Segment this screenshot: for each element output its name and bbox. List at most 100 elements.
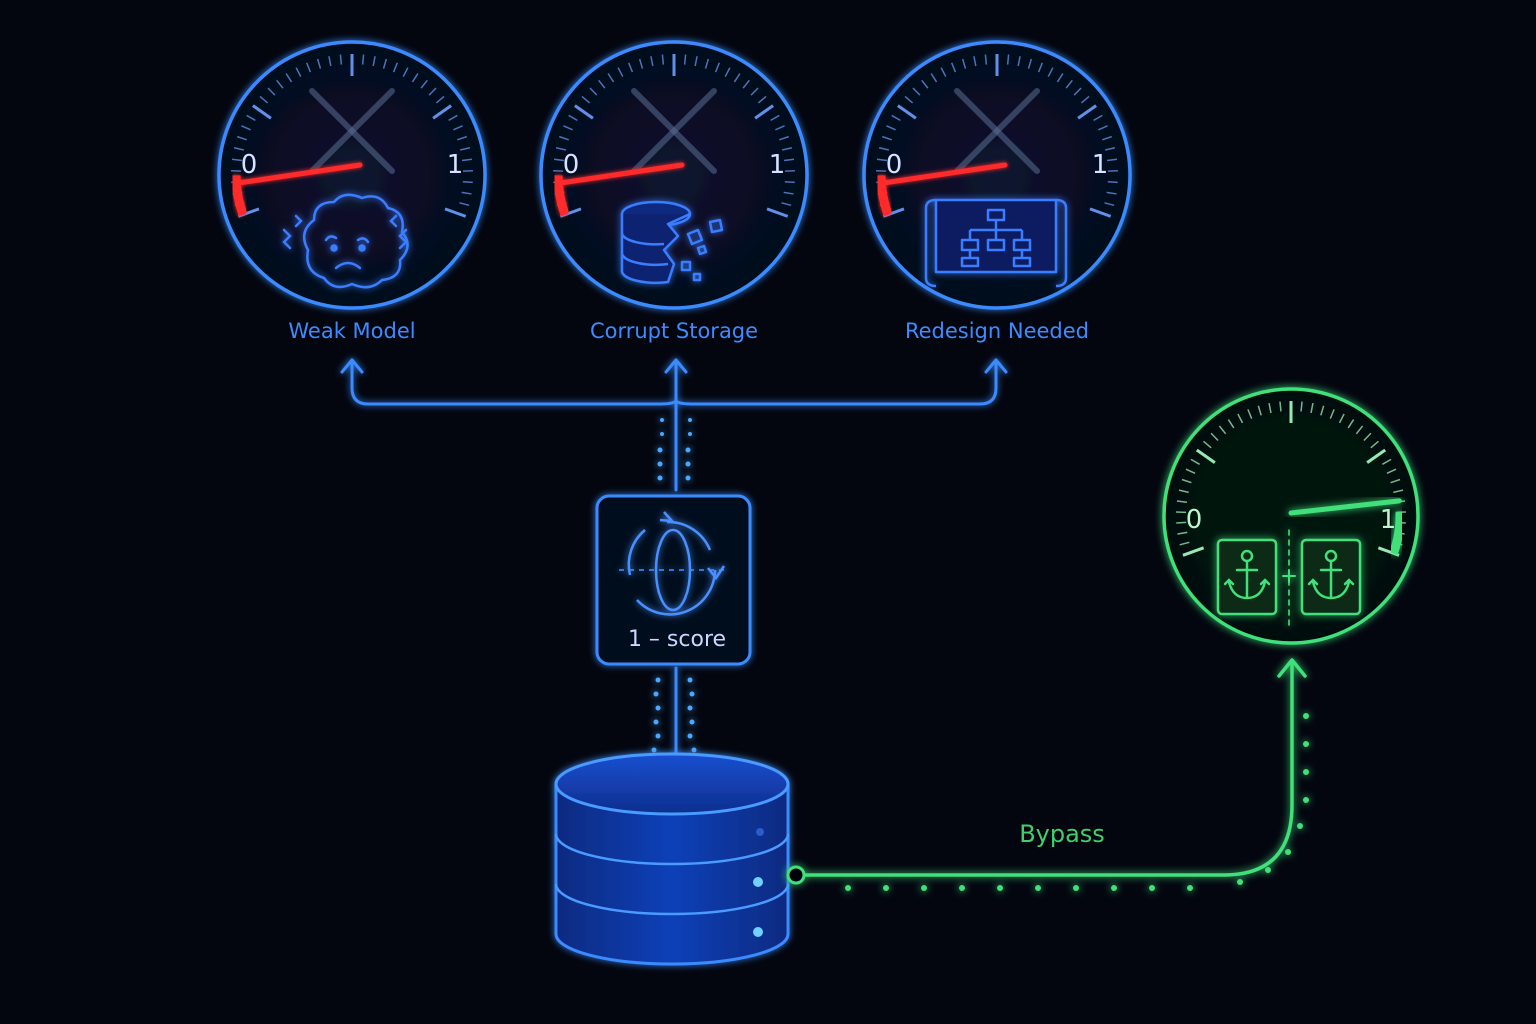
gauge-tick (598, 79, 606, 89)
particle-dot (657, 447, 663, 453)
gauge-tick (940, 67, 947, 77)
gauge-tick (1089, 207, 1112, 218)
gauge-tick (950, 62, 957, 73)
gauge-min-label: 0 (1186, 505, 1203, 535)
source-database[interactable] (554, 752, 790, 966)
gauge-tick (891, 114, 901, 121)
failed-x-icon (954, 88, 1040, 174)
particle-dot (687, 733, 693, 739)
database-led-2 (753, 927, 763, 937)
bypass-line (794, 660, 1294, 877)
gauge-tick (316, 58, 322, 69)
gauge-tick (1366, 448, 1387, 464)
transform-node[interactable]: 1 – score (595, 494, 752, 666)
gauge-tick (650, 56, 654, 67)
bypass-start-node (786, 865, 806, 885)
gauge-tick (683, 54, 687, 65)
gauge-tick (617, 67, 624, 77)
bypass-dot (959, 885, 965, 891)
gauge-tick (420, 79, 428, 89)
gauge-tick (694, 56, 698, 67)
gauge-tick (1203, 440, 1212, 449)
gauge-tick (1098, 125, 1108, 131)
bypass-dot (1303, 797, 1309, 803)
transform-box (595, 494, 752, 666)
gauge-tick (661, 54, 665, 65)
gauge-tick (1279, 401, 1282, 412)
gauge-tick (876, 158, 888, 162)
gauge-tick (233, 147, 245, 151)
gauge-tick (766, 207, 789, 218)
gauge-tick (1320, 405, 1325, 416)
bypass-dot (1073, 885, 1079, 891)
particle-dot (689, 719, 695, 725)
gauge-tick (784, 181, 795, 184)
gauge-tick (448, 114, 458, 121)
database-top (554, 752, 790, 816)
gauge-tick (589, 87, 598, 96)
gauge-tick (886, 125, 896, 131)
gauge-tick (1179, 541, 1190, 546)
gauge-tick (459, 147, 471, 151)
failed-x-icon (309, 88, 395, 174)
gauge-ok-zone (1389, 512, 1405, 555)
gauge-tick (457, 135, 467, 141)
gauge-tick (1093, 114, 1103, 121)
bypass-dot (1111, 885, 1117, 891)
gauge-tick (921, 79, 929, 89)
gauge-tick (783, 158, 795, 162)
bypass-dot (1297, 823, 1303, 829)
particle-dot (685, 475, 691, 481)
bypass-particles (845, 713, 1309, 891)
gauge-tick (402, 67, 409, 77)
gauge-tick (1355, 425, 1364, 435)
gauge-tick (231, 158, 243, 162)
gauge-dial (862, 40, 1132, 310)
gauge-tick (339, 54, 343, 65)
gauge-tick (878, 147, 890, 151)
gauge-tick (930, 73, 938, 83)
gauge-tick (1107, 181, 1118, 184)
gauge-tick (382, 58, 388, 69)
gauge-tick (757, 95, 767, 104)
particle-dot (688, 432, 692, 436)
gauge-label: Redesign Needed (905, 319, 1089, 343)
gauge-tick (1176, 521, 1187, 524)
gauge-needle (880, 162, 1008, 186)
particle-dot (653, 719, 659, 725)
particle-dot (688, 418, 692, 422)
bypass-dot (845, 885, 851, 891)
flip-rotate-icon (619, 511, 727, 616)
gauge-tick (574, 104, 594, 120)
gauge-tick (1178, 489, 1189, 494)
gauge-tick (568, 114, 578, 121)
gauge-label: Corrupt Storage (590, 319, 758, 343)
gauge-tick (1218, 425, 1227, 435)
gauge-tick (1102, 135, 1112, 141)
fanout-connectors (340, 358, 1008, 762)
gauge-danger-zone (231, 175, 248, 217)
gauge-tick (897, 104, 917, 120)
anchor-pair-icon (1216, 529, 1362, 629)
broken-database-icon (620, 200, 724, 285)
gauge-tick (627, 62, 634, 73)
bypass-dot (1303, 769, 1309, 775)
bypass-dot (1237, 879, 1243, 885)
particle-dot (687, 677, 693, 683)
particle-dot (685, 447, 691, 453)
gauge-tick (714, 62, 721, 73)
gauge-tick (781, 147, 793, 151)
bypass-dot (1149, 885, 1155, 891)
bypass-dot (1035, 885, 1041, 891)
particle-dot (651, 747, 657, 753)
gauge-tick (1056, 73, 1064, 83)
particle-dot (657, 461, 663, 467)
particle-dot (691, 747, 697, 753)
gauge-tick (559, 207, 582, 218)
gauge-tick (555, 147, 567, 151)
